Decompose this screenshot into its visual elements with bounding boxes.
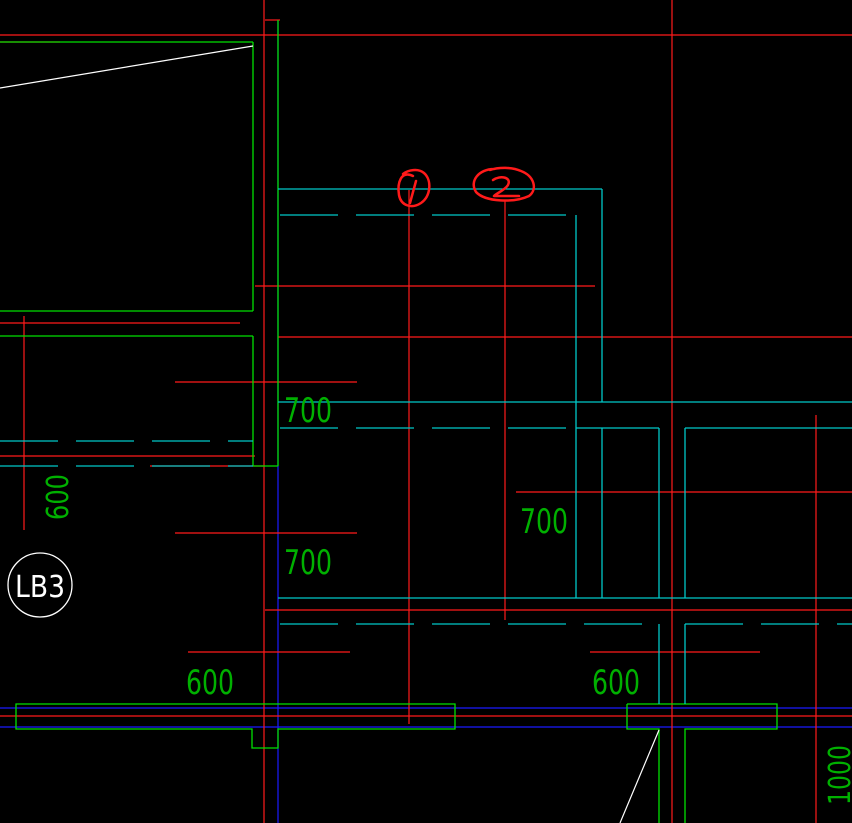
beam-tag-label: LB3 xyxy=(15,570,65,605)
markup-2 xyxy=(472,166,536,202)
dimension-600-b: 600 xyxy=(592,663,640,703)
markup-circle-1 xyxy=(397,168,431,208)
dimension-700-b: 700 xyxy=(520,502,568,542)
dimension-600-vertical: 600 xyxy=(41,474,76,520)
markup-numeral-1 xyxy=(408,179,418,205)
beam-tag: LB3 xyxy=(7,552,73,618)
annotation-lines xyxy=(0,45,660,823)
markup-circle-2 xyxy=(472,166,536,202)
markup-numeral-2 xyxy=(491,176,521,198)
markup-1 xyxy=(397,168,431,208)
beam-outlines xyxy=(278,188,852,704)
dimension-700-a: 700 xyxy=(284,391,332,431)
wall-outlines xyxy=(0,20,778,823)
beam-tag-circle xyxy=(7,552,73,618)
dimension-600-a: 600 xyxy=(186,663,234,703)
dimension-700-c: 700 xyxy=(284,543,332,583)
beam-dashed-lines xyxy=(0,214,852,625)
dimension-1000-vertical: 1000 xyxy=(823,745,852,805)
